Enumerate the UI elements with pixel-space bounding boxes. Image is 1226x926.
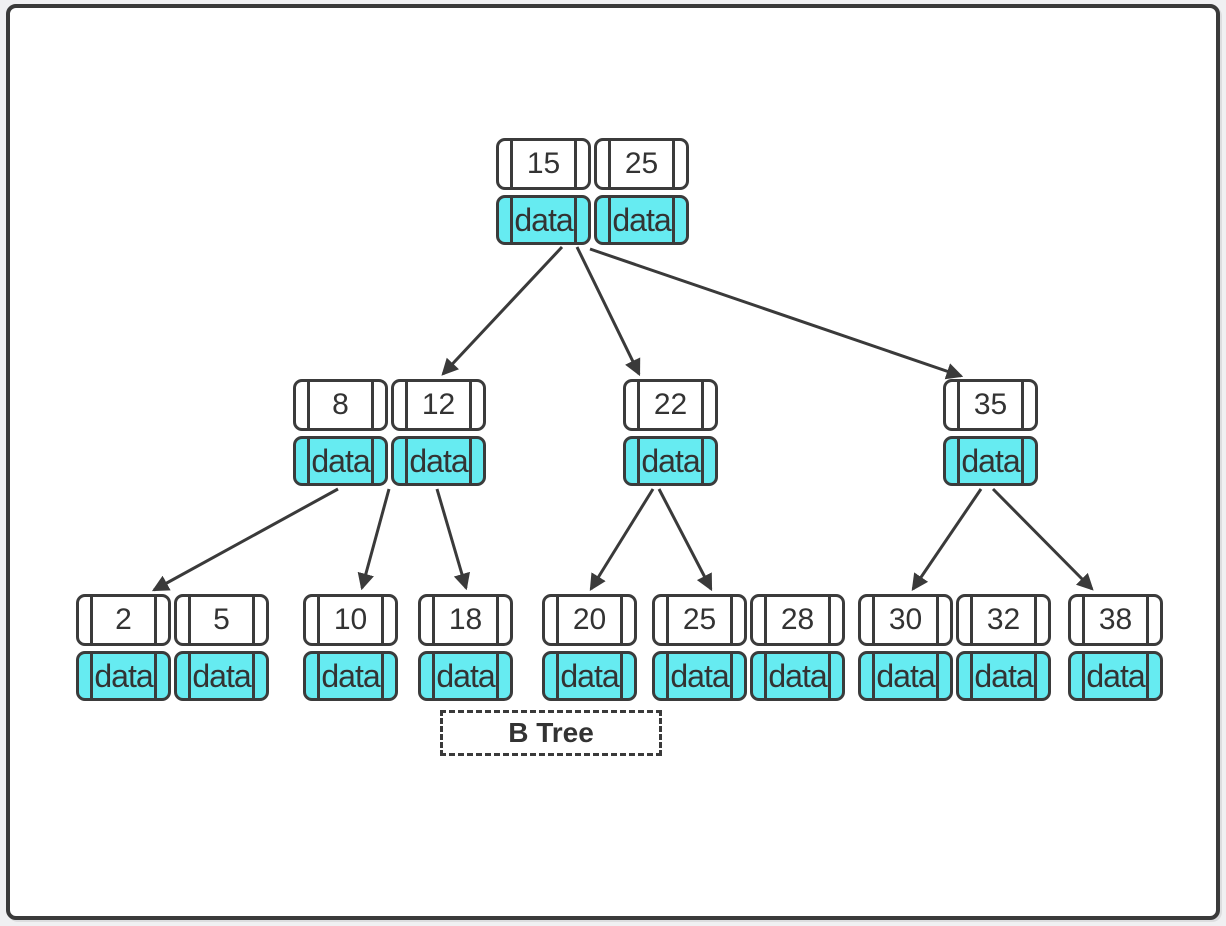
key-cell-5: 5 [174,594,269,646]
key-cell-15: 15 [496,138,591,190]
data-cell: data [496,195,591,245]
key-cell-20: 20 [542,594,637,646]
data-cell: data [174,651,269,701]
data-cell: data [418,651,513,701]
data-cell: data [391,436,486,486]
key-cell-35: 35 [943,379,1038,431]
key-cell-30: 30 [858,594,953,646]
data-cell: data [303,651,398,701]
key-cell-12: 12 [391,379,486,431]
data-cell: data [943,436,1038,486]
key-cell-38: 38 [1068,594,1163,646]
key-cell-10: 10 [303,594,398,646]
data-cell: data [293,436,388,486]
data-cell: data [542,651,637,701]
data-cell: data [623,436,718,486]
data-cell: data [76,651,171,701]
key-cell-22: 22 [623,379,718,431]
key-cell-28: 28 [750,594,845,646]
data-cell: data [750,651,845,701]
key-cell-25: 25 [594,138,689,190]
data-cell: data [858,651,953,701]
key-cell-2: 2 [76,594,171,646]
data-cell: data [956,651,1051,701]
btree-caption-text: B Tree [508,717,594,748]
btree-caption-box: B Tree [440,710,662,756]
key-cell-8: 8 [293,379,388,431]
data-cell: data [594,195,689,245]
key-cell-32: 32 [956,594,1051,646]
data-cell: data [652,651,747,701]
key-cell-18: 18 [418,594,513,646]
key-cell-25: 25 [652,594,747,646]
data-cell: data [1068,651,1163,701]
